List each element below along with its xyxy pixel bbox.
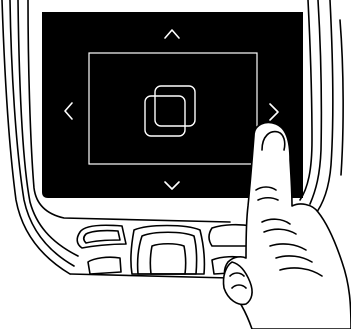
touch-screen[interactable] xyxy=(42,12,303,200)
